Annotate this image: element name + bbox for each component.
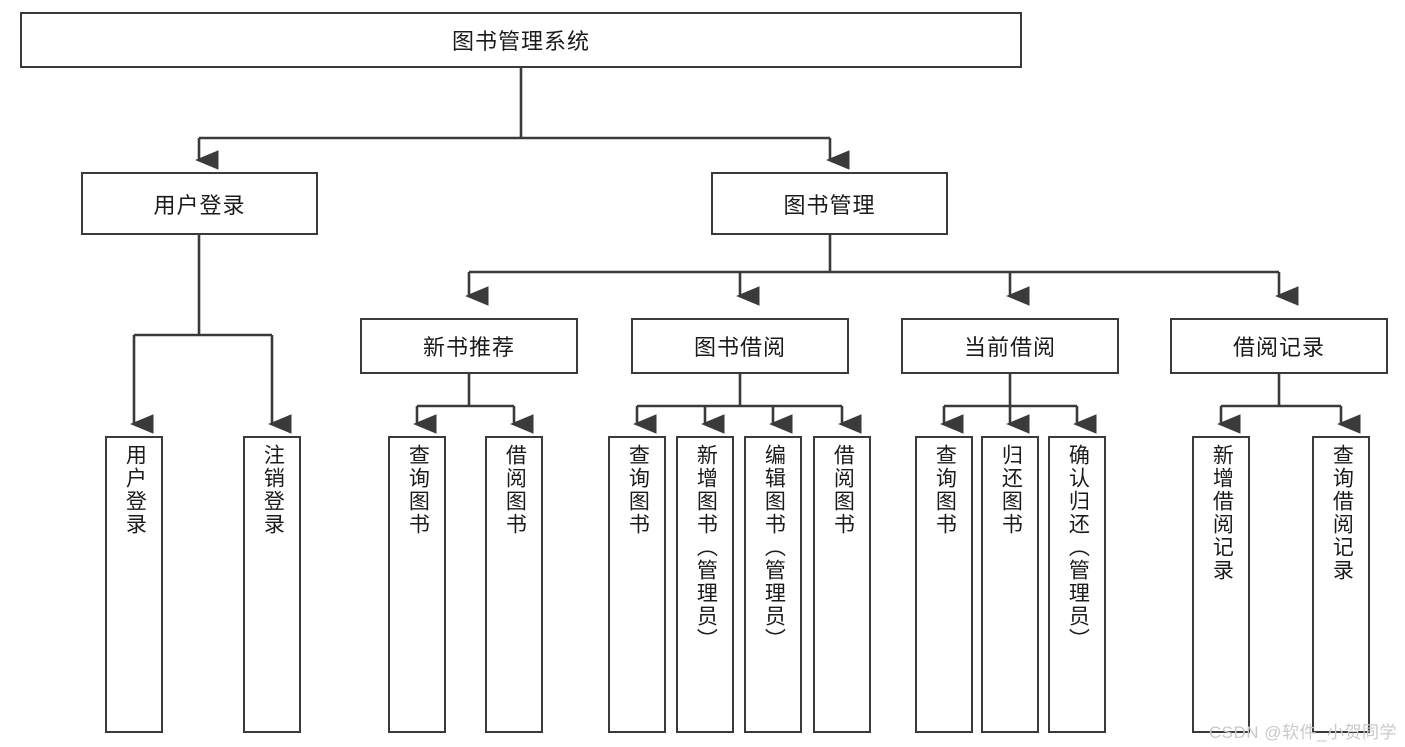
- node-leaf-query-record-label: 查询借阅记录: [1330, 444, 1354, 582]
- node-leaf-edit-book[interactable]: 编辑图书（管理员）: [744, 436, 802, 733]
- node-borrow-record[interactable]: 借阅记录: [1170, 318, 1388, 374]
- node-leaf-confirm-return[interactable]: 确认归还（管理员）: [1048, 436, 1106, 733]
- node-leaf-borrow-book-2[interactable]: 借阅图书: [813, 436, 871, 733]
- node-leaf-add-book[interactable]: 新增图书（管理员）: [676, 436, 734, 733]
- node-leaf-logout-login-label: 注销登录: [261, 444, 285, 536]
- node-leaf-query-book-1[interactable]: 查询图书: [388, 436, 446, 733]
- node-book-borrow[interactable]: 图书借阅: [631, 318, 849, 374]
- node-leaf-borrow-book-1-label: 借阅图书: [503, 444, 527, 536]
- node-leaf-edit-book-label: 编辑图书（管理员）: [762, 444, 786, 651]
- node-leaf-query-book-3-label: 查询图书: [933, 444, 957, 536]
- node-leaf-query-book-2[interactable]: 查询图书: [608, 436, 666, 733]
- node-book-manage-label: 图书管理: [783, 192, 876, 218]
- node-leaf-borrow-book-1[interactable]: 借阅图书: [485, 436, 543, 733]
- node-root-label: 图书管理系统: [451, 29, 590, 54]
- node-leaf-query-book-2-label: 查询图书: [626, 444, 650, 536]
- node-book-borrow-label: 图书借阅: [693, 335, 786, 360]
- node-leaf-user-login[interactable]: 用户登录: [105, 436, 163, 733]
- node-current-borrow[interactable]: 当前借阅: [901, 318, 1119, 374]
- node-leaf-query-book-1-label: 查询图书: [406, 444, 430, 536]
- node-leaf-return-book[interactable]: 归还图书: [981, 436, 1039, 733]
- node-leaf-add-record-label: 新增借阅记录: [1210, 444, 1234, 582]
- node-book-manage[interactable]: 图书管理: [711, 172, 948, 235]
- node-new-book-recommend[interactable]: 新书推荐: [360, 318, 578, 374]
- node-user-login-label: 用户登录: [153, 192, 246, 218]
- csdn-watermark: CSDN @软件_小贺同学: [1208, 723, 1397, 742]
- node-leaf-add-book-label: 新增图书（管理员）: [694, 444, 718, 651]
- node-leaf-logout-login[interactable]: 注销登录: [243, 436, 301, 733]
- node-borrow-record-label: 借阅记录: [1232, 335, 1325, 360]
- node-leaf-query-record[interactable]: 查询借阅记录: [1312, 436, 1370, 733]
- node-root[interactable]: 图书管理系统: [20, 12, 1022, 68]
- node-new-book-recommend-label: 新书推荐: [422, 335, 515, 360]
- node-leaf-borrow-book-2-label: 借阅图书: [831, 444, 855, 536]
- node-current-borrow-label: 当前借阅: [963, 335, 1056, 360]
- node-user-login[interactable]: 用户登录: [81, 172, 318, 235]
- node-leaf-add-record[interactable]: 新增借阅记录: [1192, 436, 1250, 733]
- node-leaf-query-book-3[interactable]: 查询图书: [915, 436, 973, 733]
- node-leaf-return-book-label: 归还图书: [999, 444, 1023, 536]
- node-leaf-confirm-return-label: 确认归还（管理员）: [1066, 444, 1090, 651]
- node-leaf-user-login-label: 用户登录: [123, 444, 147, 536]
